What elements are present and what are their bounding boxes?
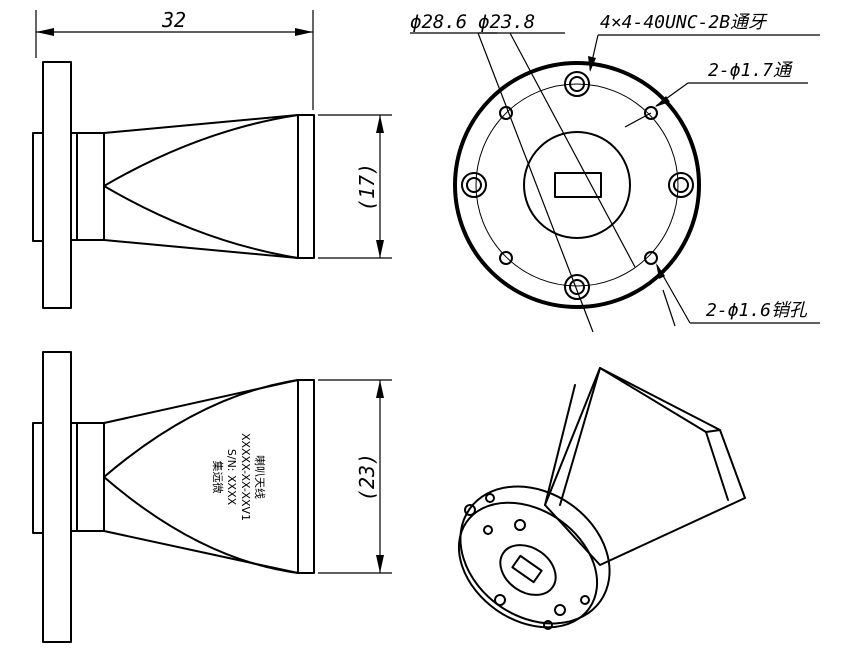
neck-top [70, 132, 105, 241]
aperture-height-23-label: (23) [355, 453, 379, 501]
iso-flange [459, 485, 611, 625]
side-view-bottom: 喇叭天线 XXXXX-XX-XXV1 S/N: XXXX 集远微 (23) [32, 351, 392, 643]
bolt-circle-dia-label: ϕ23.8 [478, 11, 535, 33]
iso-horn-body [544, 367, 746, 566]
threaded-hole-top [564, 71, 590, 97]
label-line-1: 喇叭天线 [253, 455, 267, 499]
pin-hole-ll [499, 251, 513, 265]
aperture-lip-top [297, 114, 315, 259]
flange-bottom [42, 351, 72, 643]
label-line-3: S/N: XXXX [225, 449, 238, 506]
side-view-top: 32 (17) [32, 8, 392, 309]
flange-top [42, 61, 72, 309]
threaded-hole-right [668, 172, 694, 198]
horn-outline-bottom [103, 379, 299, 574]
outer-dia-label: ϕ28.6 [410, 11, 467, 33]
waveguide-slot [554, 172, 602, 198]
label-line-2: XXXXX-XX-XXV1 [239, 433, 252, 521]
through-holes-label: 2-ϕ1.7通 [708, 60, 793, 81]
label-line-4: 集远微 [211, 461, 225, 494]
overall-length-label: 32 [161, 8, 186, 32]
isometric-view [457, 367, 746, 630]
threaded-hole-bottom [564, 274, 590, 300]
iso-slot [511, 554, 543, 584]
flange-boss-top [32, 132, 44, 242]
iso-boss [499, 544, 557, 596]
engraved-label: 喇叭天线 XXXXX-XX-XXV1 S/N: XXXX 集远微 [211, 433, 267, 521]
aperture-height-17-label: (17) [355, 163, 379, 211]
center-boss [523, 131, 631, 239]
horn-outline-top [103, 114, 299, 259]
horn-inner-bottom [103, 379, 299, 574]
horn-inner-top [103, 114, 299, 259]
threaded-hole-left [461, 172, 487, 198]
neck-bottom [70, 422, 105, 532]
threaded-holes-label: 4×4-40UNC-2B通牙 [600, 12, 768, 33]
pin-hole-lr [644, 251, 658, 265]
front-view: ϕ28.6 ϕ23.8 4×4-40UNC-2B通牙 2-ϕ1.7通 2-ϕ1.… [410, 11, 820, 333]
flange-boss-bottom [32, 422, 44, 534]
aperture-lip-bottom [297, 379, 315, 574]
bolt-circle [475, 83, 679, 287]
pin-holes-label: 2-ϕ1.6销孔 [706, 300, 808, 321]
flange-outer-circle [453, 61, 701, 309]
through-hole-ur [644, 106, 658, 120]
